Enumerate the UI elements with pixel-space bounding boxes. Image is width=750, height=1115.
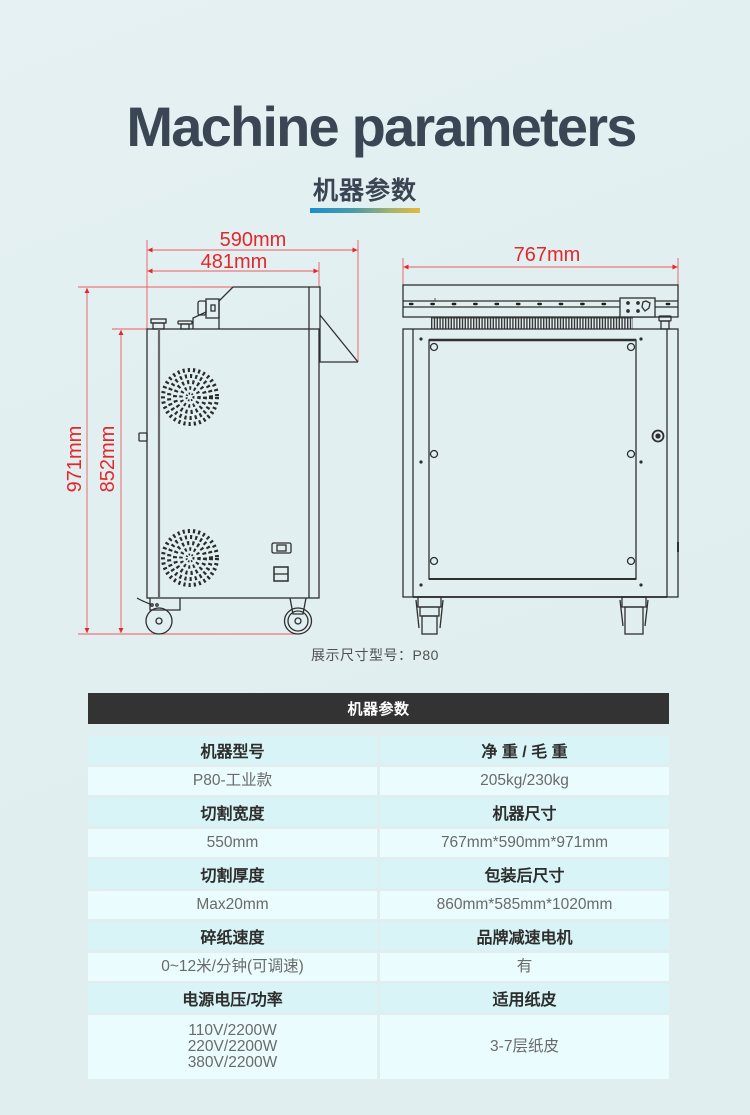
side-dimension-lines (78, 240, 359, 635)
param-label: 包装后尺寸 (380, 860, 669, 888)
table-cell: 碎纸速度 0~12米/分钟(可调速) (88, 922, 377, 981)
front-view: 767mm (402, 244, 679, 635)
param-label: 电源电压/功率 (88, 984, 377, 1012)
table-cell: 机器型号 P80-工业款 (88, 736, 377, 795)
param-value: 0~12米/分钟(可调速) (88, 953, 377, 981)
param-label: 适用纸皮 (380, 984, 669, 1012)
param-value: 860mm*585mm*1020mm (380, 891, 669, 919)
dim-width-body: 481mm (201, 251, 268, 273)
side-view: 590mm 481mm 971mm 852mm (64, 229, 359, 635)
fan-grille-lower-icon (161, 529, 219, 587)
drawing-caption: 展示尺寸型号：P80 (311, 647, 439, 663)
table-cell: 切割厚度 Max20mm (88, 860, 377, 919)
table-cell: 电源电压/功率 110V/2200W 220V/2200W 380V/2200W (88, 984, 377, 1079)
param-label: 切割厚度 (88, 860, 377, 888)
param-label: 碎纸速度 (88, 922, 377, 950)
table-cell: 包装后尺寸 860mm*585mm*1020mm (380, 860, 669, 919)
dim-height-total: 971mm (64, 426, 86, 493)
param-value: Max20mm (88, 891, 377, 919)
front-bolts (419, 337, 643, 587)
param-label: 品牌减速电机 (380, 922, 669, 950)
table-cell: 适用纸皮 3-7层纸皮 (380, 984, 669, 1079)
param-label: 机器型号 (88, 736, 377, 764)
table-cell: 净 重 / 毛 重 205kg/230kg (380, 736, 669, 795)
dim-width-total: 590mm (220, 229, 287, 251)
param-value: 205kg/230kg (380, 767, 669, 795)
table-header: 机器参数 (88, 693, 669, 724)
parameters-table: 机器参数 机器型号 P80-工业款 净 重 / 毛 重 205kg/230kg … (88, 693, 669, 1079)
param-label: 切割宽度 (88, 798, 377, 826)
param-value: 550mm (88, 829, 377, 857)
dim-height-body: 852mm (97, 426, 119, 493)
dim-front-width: 767mm (514, 244, 581, 266)
param-value: 3-7层纸皮 (380, 1015, 669, 1079)
param-label: 机器尺寸 (380, 798, 669, 826)
param-value: P80-工业款 (88, 767, 377, 795)
front-dimension-lines (402, 258, 679, 286)
side-machine-outline (136, 286, 359, 635)
param-value: 110V/2200W 220V/2200W 380V/2200W (88, 1015, 377, 1079)
fan-grille-upper-icon (161, 368, 219, 426)
param-value: 767mm*590mm*971mm (380, 829, 669, 857)
table-body: 机器型号 P80-工业款 净 重 / 毛 重 205kg/230kg 切割宽度 … (88, 736, 669, 1079)
subtitle-underline (310, 208, 420, 213)
machine-dimension-drawing: 590mm 481mm 971mm 852mm (64, 229, 679, 635)
param-label: 净 重 / 毛 重 (380, 736, 669, 764)
page-title: Machine parameters (126, 95, 637, 158)
table-cell: 机器尺寸 767mm*590mm*971mm (380, 798, 669, 857)
front-machine-outline (402, 284, 679, 635)
page-subtitle: 机器参数 (312, 177, 417, 205)
table-cell: 切割宽度 550mm (88, 798, 377, 857)
param-value: 有 (380, 953, 669, 981)
table-cell: 品牌减速电机 有 (380, 922, 669, 981)
